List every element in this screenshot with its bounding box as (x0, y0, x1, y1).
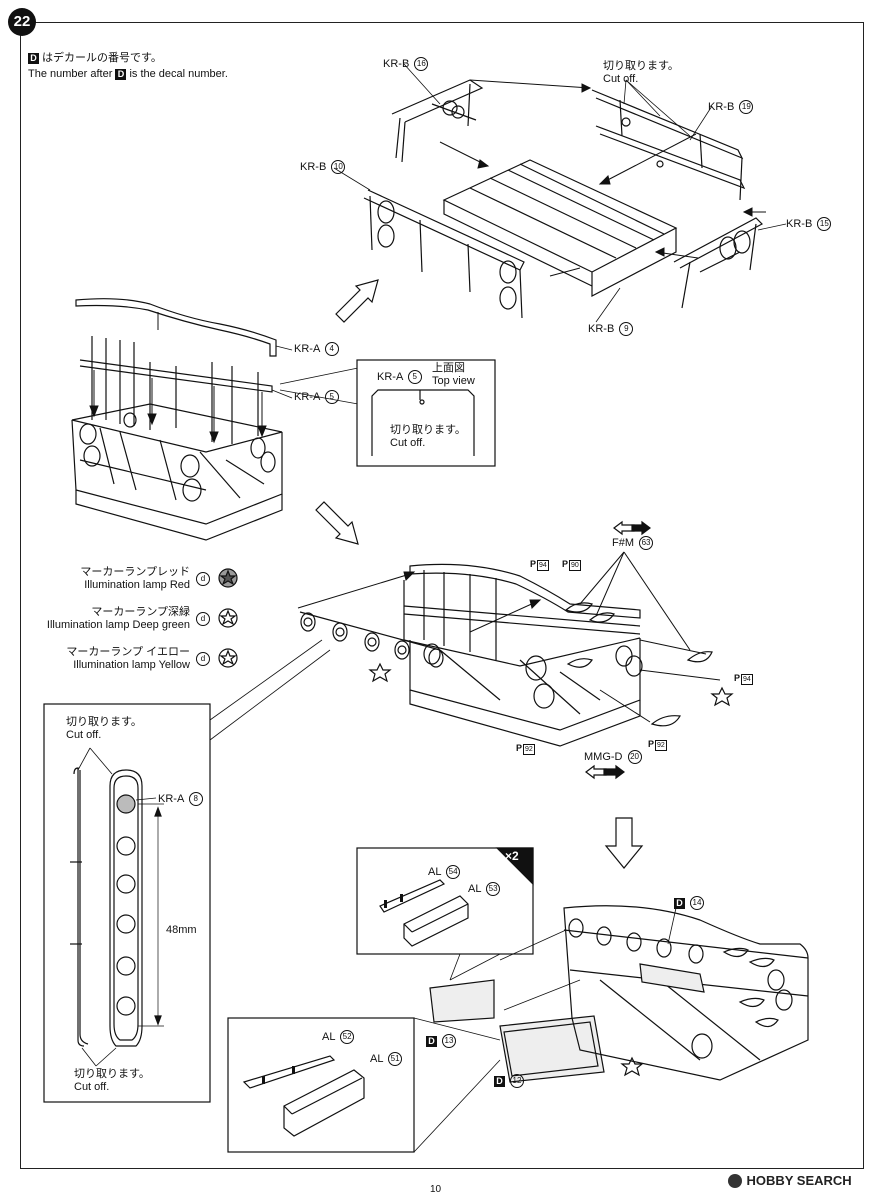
multiplier-x2: ×2 (505, 849, 519, 863)
label-kr-a8: KR-A 8 (158, 792, 203, 806)
label-kr-a5: KR-A 5 (294, 390, 339, 404)
lamp-row-left (299, 611, 444, 668)
label-kr-b16: KR-B 16 (383, 57, 429, 71)
al52-box (227, 1017, 501, 1153)
outline-arrow-2 (315, 501, 359, 545)
label-al52: AL 52 (322, 1030, 355, 1044)
watermark: HOBBY SEARCH (728, 1172, 852, 1190)
bottom-assembly (499, 905, 809, 1081)
paint-swatches (218, 568, 238, 668)
step-number-badge: 22 (8, 8, 36, 36)
label-kr-b19: KR-B 19 (708, 100, 754, 114)
kr-a4-roof-rail (75, 298, 277, 357)
direction-arrows (585, 520, 651, 780)
page-number: 10 (430, 1184, 442, 1195)
label-fm63: F#M 63 (612, 536, 654, 550)
cut-off-note-detail-bottom: 切り取ります。Cut off. (74, 1068, 150, 1093)
kr-a5-rail (79, 336, 273, 444)
paint-code-deep-green: d (194, 612, 210, 626)
lower-bed-assembly (71, 403, 283, 541)
top-view-box (356, 359, 496, 467)
label-kr-a5-topview: KR-A 5 (377, 370, 422, 384)
paint-code-yellow: d (194, 652, 210, 666)
detail-box (43, 639, 331, 1103)
outline-arrow-1 (335, 279, 379, 323)
lamp-bed-assembly (403, 563, 643, 747)
cut-off-note-topview: 切り取ります。Cut off. (390, 424, 466, 449)
label-kr-a4: KR-A 4 (294, 342, 339, 356)
kr-b15-rail (673, 217, 763, 309)
top-arrows (439, 79, 766, 277)
outline-arrow-3 (604, 817, 644, 869)
label-al54: AL 54 (428, 865, 461, 879)
label-kr-b9: KR-B 9 (588, 322, 634, 336)
cut-off-note-detail-top: 切り取ります。Cut off. (66, 716, 142, 741)
dimension-48mm: 48mm (166, 924, 197, 936)
insert-arrows (89, 312, 267, 444)
label-kr-b15: KR-B 15 (786, 217, 832, 231)
mid-arrows (297, 551, 721, 723)
label-al53: AL 53 (468, 882, 501, 896)
instruction-frame (20, 22, 864, 1169)
watermark-logo-icon (728, 1173, 742, 1188)
kr-b10-rail (363, 189, 525, 319)
label-kr-b10: KR-B 10 (300, 160, 346, 174)
leaders-a (271, 345, 359, 405)
label-al51: AL 51 (370, 1052, 403, 1066)
marker-lenses (564, 602, 713, 727)
kr-b19-rail (591, 89, 746, 201)
kr-b16-rail (391, 79, 484, 163)
x2-box (356, 847, 534, 981)
kr-b9-floor (442, 159, 678, 297)
cut-off-note-top: 切り取ります。Cut off. (603, 60, 679, 85)
paint-code-red: d (194, 572, 210, 586)
label-mmg-d20: MMG-D 20 (584, 750, 642, 764)
star-lamps (368, 662, 734, 1077)
al-decal-panels (429, 979, 605, 1083)
